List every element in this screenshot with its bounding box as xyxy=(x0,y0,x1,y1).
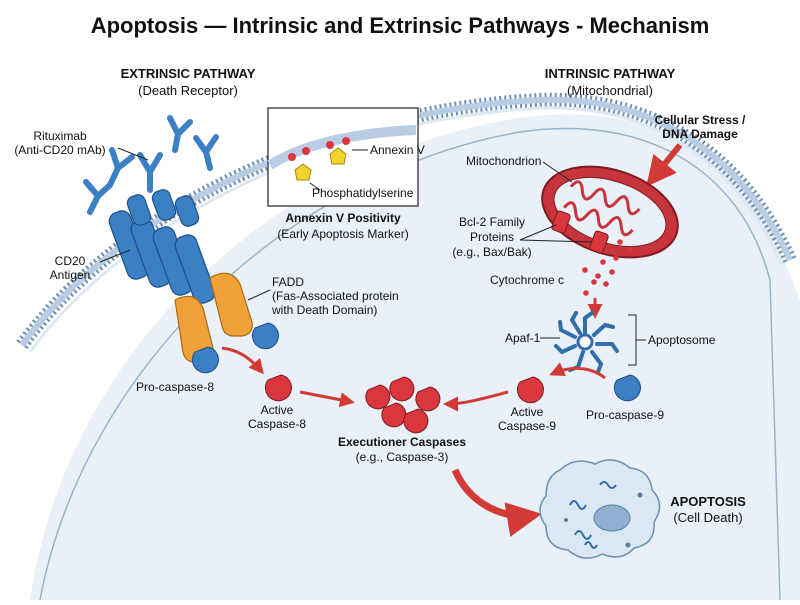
stress-sublabel: DNA Damage xyxy=(662,127,738,141)
intrinsic-heading: INTRINSIC PATHWAY xyxy=(545,66,676,81)
extrinsic-heading: EXTRINSIC PATHWAY xyxy=(121,66,256,81)
cell-inner-edge xyxy=(39,127,781,601)
mitochondrion-label: Mitochondrion xyxy=(466,154,541,168)
apaf-label: Apaf-1 xyxy=(505,331,541,345)
casp9-to-executioner-arrow xyxy=(443,390,509,412)
rituximab-antibodies xyxy=(83,115,219,215)
phosphatidylserine-label: Phosphatidylserine xyxy=(312,186,414,200)
cytochrome-c-label: Cytochrome c xyxy=(490,273,564,287)
apoptosome-bracket xyxy=(628,314,646,366)
bcl2-sublabel-1: Proteins xyxy=(470,230,514,244)
annexin-v-label: Annexin V xyxy=(370,143,425,157)
bcl2-channels xyxy=(551,210,609,254)
cd20-sublabel: Antigen xyxy=(50,268,91,282)
apoptosome-label: Apoptosome xyxy=(648,333,716,347)
apoptotic-cell xyxy=(539,459,661,559)
procaspase8-molecules xyxy=(191,322,279,374)
active-caspase8-label: Active xyxy=(261,403,294,417)
executioner-sublabel: (e.g., Caspase-3) xyxy=(356,450,449,464)
stress-label: Cellular Stress / xyxy=(655,113,746,127)
stress-arrow xyxy=(646,143,683,187)
fadd-label: FADD xyxy=(272,275,304,289)
annexin-positivity-label: Annexin V Positivity xyxy=(285,211,401,225)
mitochondrion-leader xyxy=(542,161,573,183)
cytochrome-c-dots xyxy=(582,239,633,296)
bcl2-sublabel-2: (e.g., Bax/Bak) xyxy=(452,245,531,259)
active-caspase9-label: Active xyxy=(511,405,544,419)
cd20-leader xyxy=(99,249,131,263)
casp8-to-executioner-arrow xyxy=(299,390,355,408)
diagram-title: Apoptosis — Intrinsic and Extrinsic Path… xyxy=(91,13,710,38)
bcl2-leader-2 xyxy=(519,239,593,243)
rituximab-sublabel: (Anti-CD20 mAb) xyxy=(14,143,105,157)
active-caspase8-molecule xyxy=(264,374,292,402)
apoptosis-arrow xyxy=(451,468,542,537)
annexin-inset xyxy=(267,107,419,207)
fadd-adaptors xyxy=(174,272,253,363)
active-caspase9-sublabel: Caspase-9 xyxy=(498,419,556,433)
annexin-marker-label: (Early Apoptosis Marker) xyxy=(277,227,408,241)
fadd-sublabel-2: with Death Domain) xyxy=(271,303,377,317)
rituximab-label: Rituximab xyxy=(33,129,87,143)
fadd-leader xyxy=(247,289,271,301)
mitochondrion-shape xyxy=(541,165,679,259)
active-caspase9-molecule xyxy=(516,376,544,404)
procaspase9-label: Pro-caspase-9 xyxy=(586,408,664,422)
bcl2-leader-1 xyxy=(519,224,557,241)
apoptosis-label: APOPTOSIS xyxy=(670,494,746,509)
casp8-activation-arrow xyxy=(221,346,264,375)
apoptosis-sublabel: (Cell Death) xyxy=(673,510,742,525)
fadd-sublabel-1: (Fas-Associated protein xyxy=(272,289,399,303)
executioner-label: Executioner Caspases xyxy=(338,435,466,449)
intrinsic-subheading: (Mitochondrial) xyxy=(567,83,653,98)
rituximab-leader xyxy=(117,147,149,161)
procaspase8-label: Pro-caspase-8 xyxy=(136,380,214,394)
bcl2-label: Bcl-2 Family xyxy=(459,215,525,229)
procaspase9-molecule xyxy=(613,374,641,402)
executioner-caspases xyxy=(365,376,441,434)
extrinsic-subheading: (Death Receptor) xyxy=(138,83,238,98)
cd20-receptor xyxy=(108,189,216,304)
cd20-label: CD20 xyxy=(55,254,86,268)
casp9-activation-arrow xyxy=(549,362,606,380)
active-caspase8-sublabel: Caspase-8 xyxy=(248,417,306,431)
